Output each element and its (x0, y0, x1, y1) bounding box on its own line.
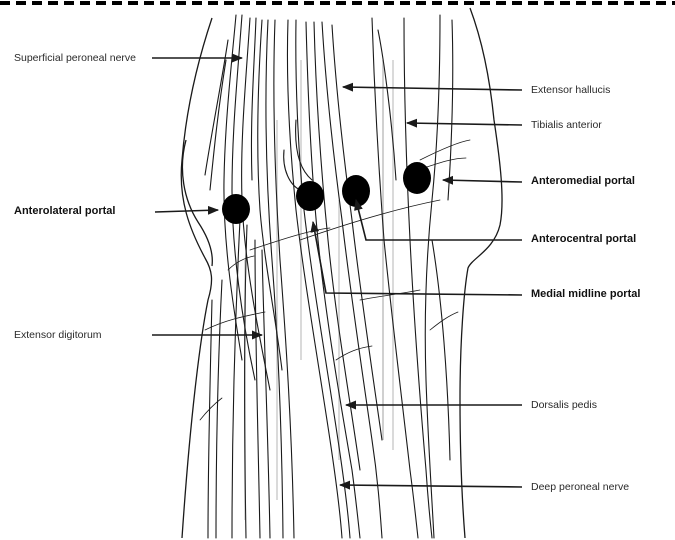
medial-midline-portal-dot (296, 181, 324, 211)
label-extensor-digitorum: Extensor digitorum (14, 329, 102, 342)
label-extensor-hallucis: Extensor hallucis (531, 84, 610, 97)
label-medial-midline-portal: Medial midline portal (531, 288, 640, 301)
label-tibialis-anterior: Tibialis anterior (531, 119, 602, 132)
leader-tibialis-anterior (407, 123, 522, 125)
leader-anteromedial-portal (443, 180, 522, 182)
leader-medial-midline-portal (313, 222, 522, 295)
leader-deep-peroneal-nerve (340, 485, 522, 487)
leader-anterolateral-portal (155, 210, 218, 212)
label-anterocentral-portal: Anterocentral portal (531, 233, 636, 246)
anteromedial-portal-dot (403, 162, 431, 194)
leader-lines (152, 58, 522, 487)
anterolateral-portal-dot (222, 194, 250, 224)
label-anterolateral-portal: Anterolateral portal (14, 205, 115, 218)
portals (222, 162, 431, 224)
tendon-bundle (200, 15, 470, 538)
leader-extensor-hallucis (343, 87, 522, 90)
label-deep-peroneal-nerve: Deep peroneal nerve (531, 481, 629, 494)
label-superficial-peroneal-nerve: Superficial peroneal nerve (14, 52, 144, 65)
label-dorsalis-pedis: Dorsalis pedis (531, 399, 597, 412)
label-anteromedial-portal: Anteromedial portal (531, 175, 635, 188)
